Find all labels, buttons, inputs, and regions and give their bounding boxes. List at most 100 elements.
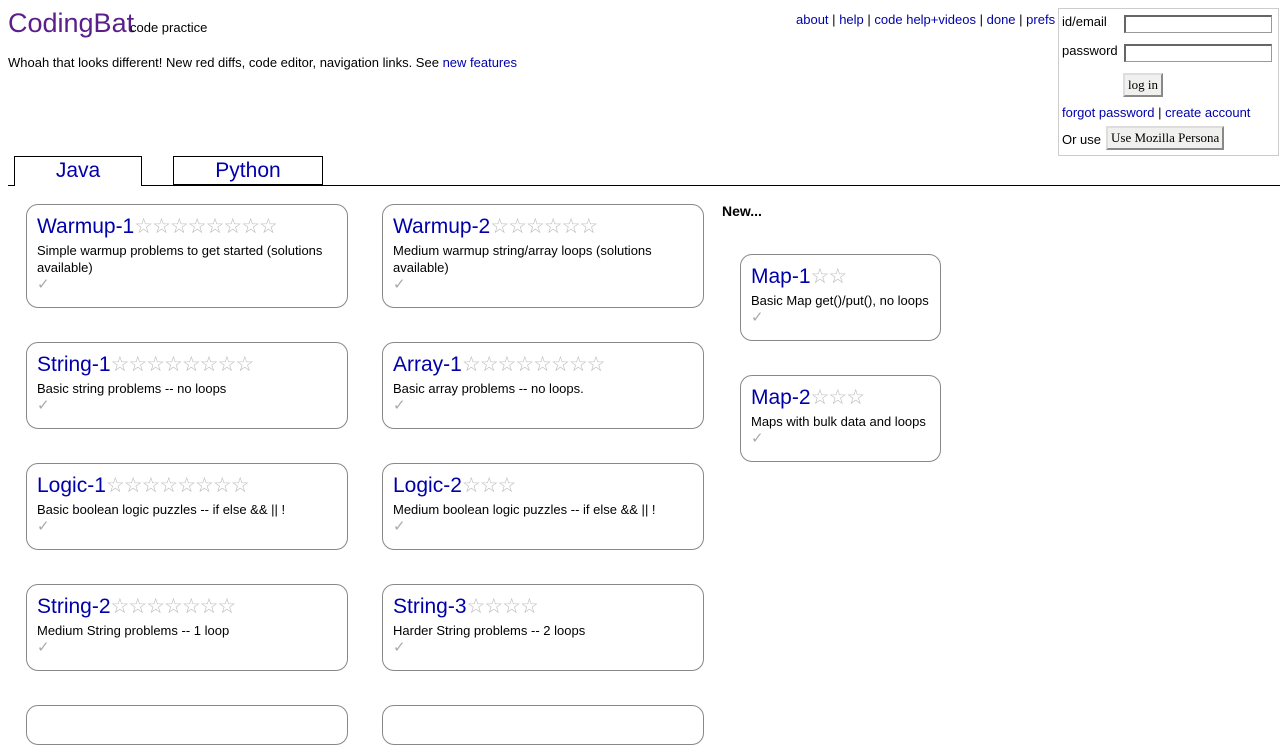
checkmark-icon: ✓ — [37, 275, 50, 293]
nav-separator: | — [979, 12, 983, 27]
section-title-link[interactable]: Warmup-1 — [37, 215, 135, 238]
star-outline-icon: ☆ — [259, 215, 278, 238]
star-outline-icon: ☆ — [164, 595, 183, 618]
star-outline-icon: ☆ — [177, 474, 196, 497]
new-sections-heading: New... — [722, 203, 762, 219]
tab-python[interactable]: Python — [173, 156, 323, 185]
nav-separator: | — [1019, 12, 1023, 27]
star-outline-icon: ☆ — [828, 265, 847, 288]
tab-java[interactable]: Java — [14, 156, 142, 186]
star-outline-icon: ☆ — [141, 474, 161, 497]
nav-code-help-videos-link[interactable]: code help+videos — [874, 12, 976, 27]
section-description: Simple warmup problems to get started (s… — [37, 243, 323, 275]
star-outline-icon: ☆ — [479, 474, 499, 497]
star-outline-icon: ☆ — [169, 215, 189, 238]
star-outline-icon: ☆ — [508, 215, 527, 238]
star-outline-icon: ☆ — [181, 595, 201, 618]
star-outline-icon: ☆ — [146, 353, 165, 376]
star-outline-icon: ☆ — [217, 595, 237, 618]
star-outline-icon: ☆ — [466, 595, 486, 618]
section-card: String-2☆☆☆☆☆☆☆ Medium String problems -… — [26, 584, 348, 671]
section-description: Harder String problems -- 2 loops — [393, 623, 586, 638]
checkmark-icon: ✓ — [393, 638, 406, 656]
checkmark-icon: ✓ — [751, 429, 764, 447]
section-card: Map-1☆☆ Basic Map get()/put(), no loops … — [740, 254, 941, 341]
section-title-link[interactable]: Array-1 — [393, 353, 462, 376]
star-outline-icon: ☆ — [520, 595, 539, 618]
nav-about-link[interactable]: about — [796, 12, 829, 27]
password-input[interactable] — [1124, 44, 1272, 62]
id-email-label: id/email — [1062, 14, 1107, 29]
section-card: Logic-1☆☆☆☆☆☆☆☆ Basic boolean logic puzz… — [26, 463, 348, 550]
section-description: Medium String problems -- 1 loop — [37, 623, 230, 638]
top-nav: about | help | code help+videos | done |… — [796, 12, 1055, 27]
section-description: Basic string problems -- no loops — [37, 381, 227, 396]
section-card: String-1☆☆☆☆☆☆☆☆ Basic string problems -… — [26, 342, 348, 429]
star-rating: ☆☆☆☆☆☆☆☆ — [105, 474, 250, 497]
section-title-link[interactable]: Map-1 — [751, 265, 811, 288]
id-email-input[interactable] — [1124, 15, 1272, 33]
forgot-password-link[interactable]: forgot password — [1062, 105, 1155, 120]
star-outline-icon: ☆ — [490, 215, 509, 238]
star-rating: ☆☆☆☆☆☆ — [490, 215, 598, 238]
section-card: String-3☆☆☆☆ Harder String problems -- 2… — [382, 584, 704, 671]
star-outline-icon: ☆ — [187, 215, 207, 238]
section-title-link[interactable]: String-3 — [393, 595, 467, 618]
section-title-link[interactable]: Map-2 — [751, 386, 811, 409]
star-outline-icon: ☆ — [128, 353, 147, 376]
star-outline-icon: ☆ — [134, 215, 153, 238]
section-title-link[interactable]: String-1 — [37, 353, 111, 376]
star-outline-icon: ☆ — [525, 215, 545, 238]
section-description: Medium boolean logic puzzles -- if else … — [393, 502, 656, 517]
notice-text: Whoah that looks different! New red diff… — [8, 55, 439, 70]
section-card: Warmup-2☆☆☆☆☆☆ Medium warmup string/arra… — [382, 204, 704, 308]
star-outline-icon: ☆ — [810, 386, 830, 409]
star-rating: ☆☆☆☆ — [466, 595, 539, 618]
section-title-link[interactable]: String-2 — [37, 595, 111, 618]
star-outline-icon: ☆ — [195, 474, 214, 497]
star-rating: ☆☆☆ — [461, 474, 517, 497]
star-outline-icon: ☆ — [551, 353, 570, 376]
mozilla-persona-button[interactable]: Use Mozilla Persona — [1106, 126, 1225, 150]
star-outline-icon: ☆ — [199, 353, 219, 376]
star-rating: ☆☆☆☆☆☆☆☆ — [134, 215, 278, 238]
site-tagline: code practice — [130, 20, 208, 35]
star-outline-icon: ☆ — [846, 386, 865, 409]
section-card: Logic-2☆☆☆ Medium boolean logic puzzles … — [382, 463, 704, 550]
account-links: forgot password | create account — [1062, 105, 1250, 120]
new-features-link[interactable]: new features — [442, 55, 517, 70]
star-outline-icon: ☆ — [217, 353, 237, 376]
star-outline-icon: ☆ — [241, 215, 260, 238]
login-button[interactable]: log in — [1123, 73, 1163, 97]
star-outline-icon: ☆ — [479, 353, 499, 376]
nav-done-link[interactable]: done — [986, 12, 1016, 27]
section-description: Maps with bulk data and loops — [751, 414, 926, 429]
section-title-link[interactable]: Logic-2 — [393, 474, 462, 497]
star-outline-icon: ☆ — [515, 353, 534, 376]
create-account-link[interactable]: create account — [1165, 105, 1251, 120]
star-outline-icon: ☆ — [212, 474, 232, 497]
star-outline-icon: ☆ — [461, 474, 481, 497]
section-description: Basic Map get()/put(), no loops — [751, 293, 929, 308]
section-card — [382, 705, 704, 745]
section-title-link[interactable]: Logic-1 — [37, 474, 106, 497]
star-outline-icon: ☆ — [810, 265, 830, 288]
star-rating: ☆☆☆☆☆☆☆☆ — [462, 353, 606, 376]
star-outline-icon: ☆ — [543, 215, 563, 238]
star-outline-icon: ☆ — [152, 215, 171, 238]
star-outline-icon: ☆ — [579, 215, 598, 238]
nav-help-link[interactable]: help — [839, 12, 864, 27]
nav-prefs-link[interactable]: prefs — [1026, 12, 1056, 27]
star-outline-icon: ☆ — [586, 353, 606, 376]
checkmark-icon: ✓ — [393, 275, 406, 293]
checkmark-icon: ✓ — [751, 308, 764, 326]
section-title-link[interactable]: Warmup-2 — [393, 215, 491, 238]
notice-banner: Whoah that looks different! New red diff… — [8, 55, 517, 70]
star-outline-icon: ☆ — [105, 474, 125, 497]
section-description: Basic boolean logic puzzles -- if else &… — [37, 502, 286, 517]
star-outline-icon: ☆ — [497, 474, 517, 497]
section-card: Array-1☆☆☆☆☆☆☆☆ Basic array problems -- … — [382, 342, 704, 429]
section-card — [26, 705, 348, 745]
site-logo[interactable]: CodingBat — [8, 8, 135, 38]
section-card: Map-2☆☆☆ Maps with bulk data and loops ✓ — [740, 375, 941, 462]
